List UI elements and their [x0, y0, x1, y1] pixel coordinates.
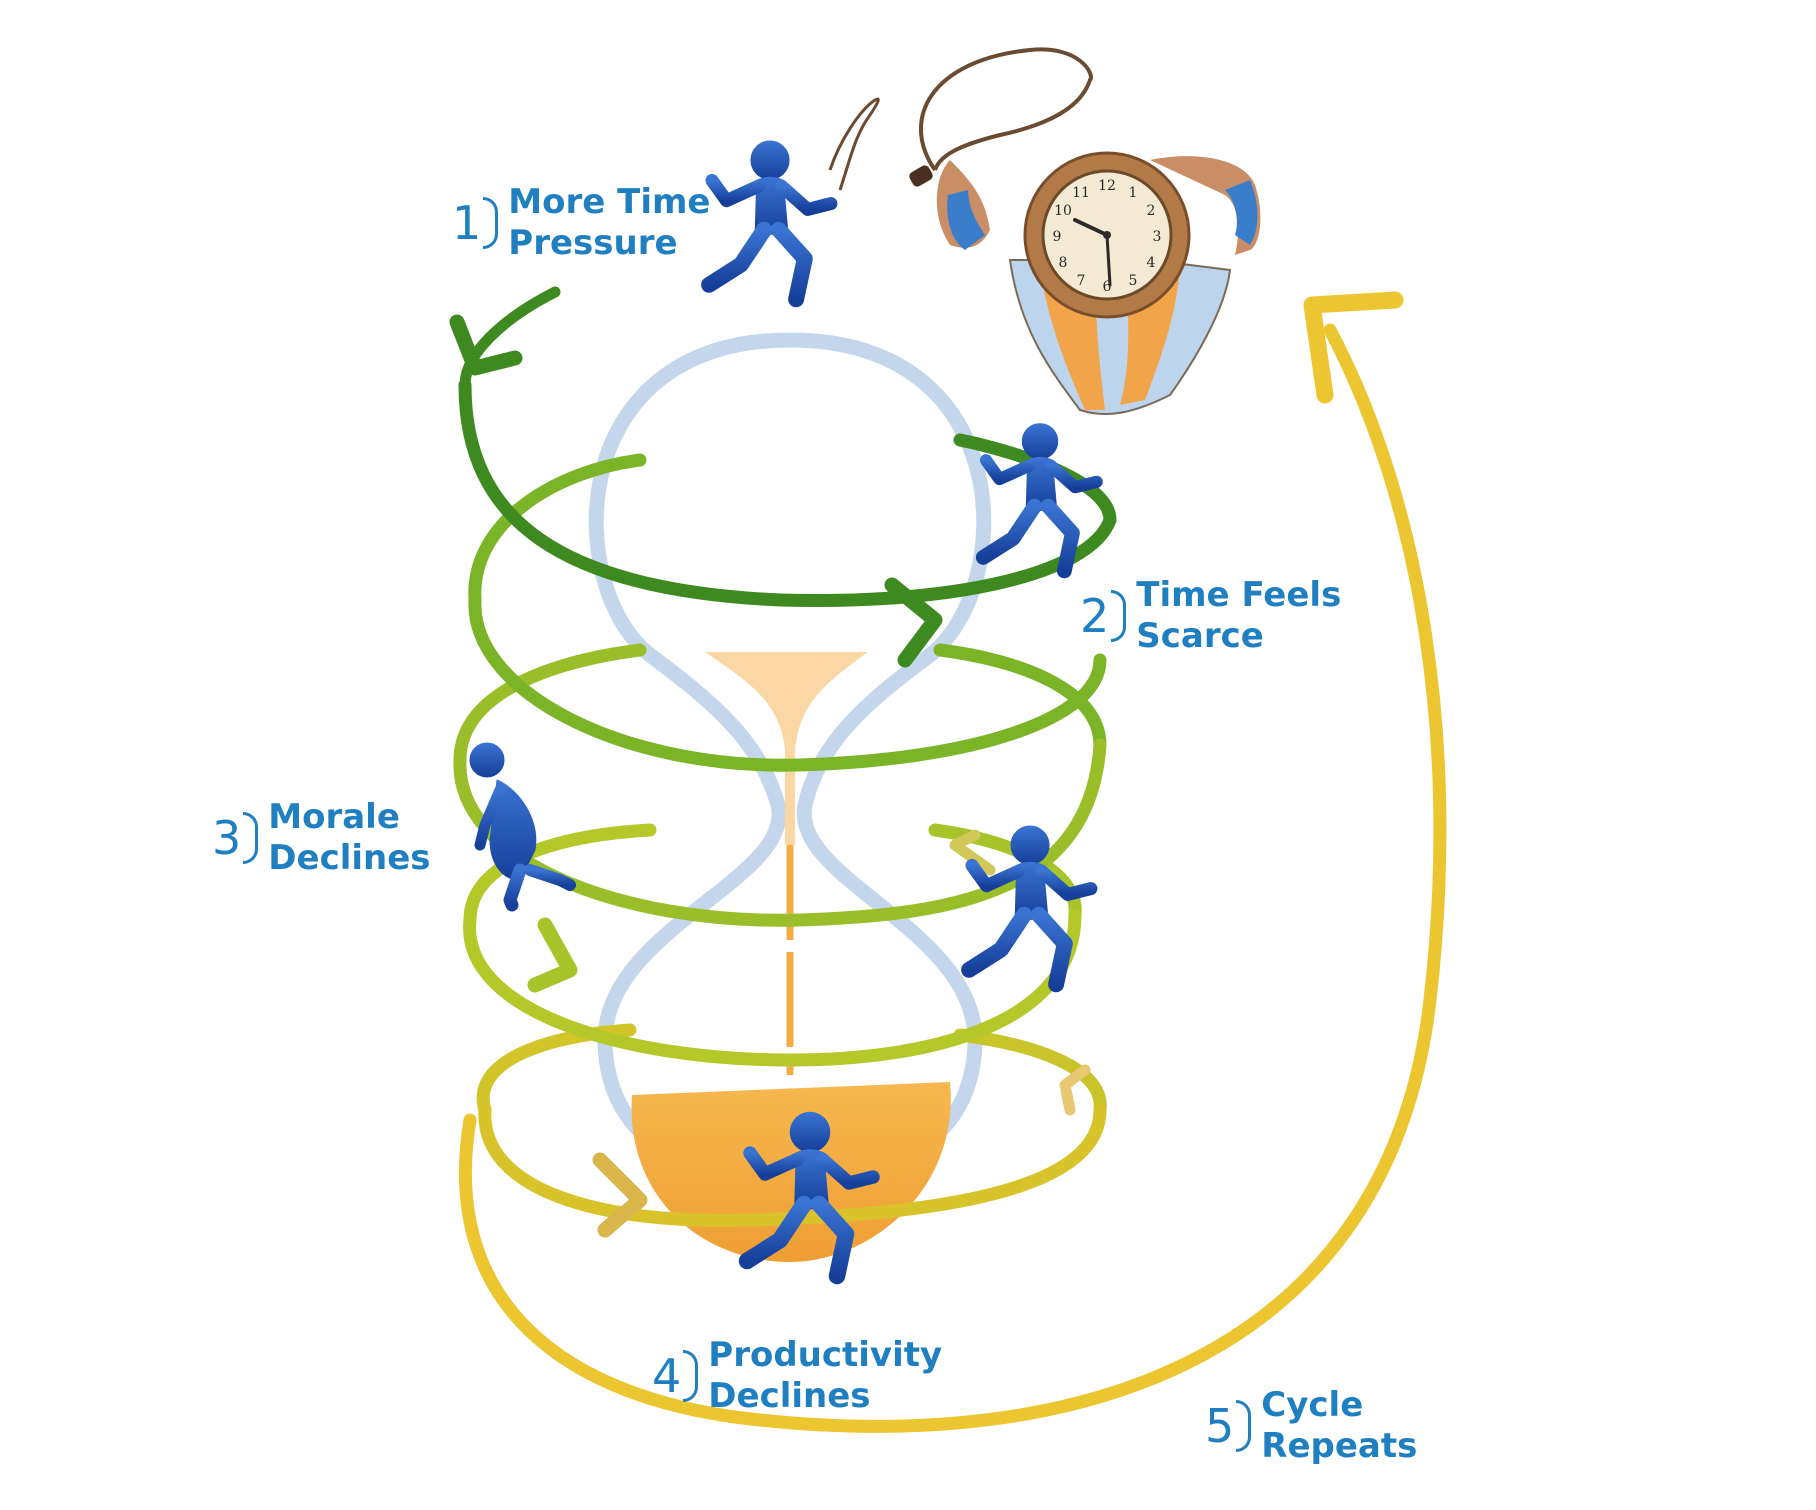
clock-numeral: 1	[1129, 185, 1138, 201]
slumped-person-icon	[469, 742, 576, 912]
step-label-line: Declines	[708, 1376, 871, 1416]
clock-numeral: 2	[1147, 203, 1156, 219]
step-label-line: Declines	[268, 838, 431, 878]
step-label-line: Scarce	[1136, 616, 1264, 656]
step-number-text: 3	[212, 811, 242, 865]
clock-numeral: 5	[1129, 273, 1138, 289]
step-label-line: Repeats	[1261, 1426, 1418, 1466]
step-number-text: 2	[1080, 589, 1110, 643]
bracket-icon	[483, 197, 499, 249]
clock-numeral: 9	[1053, 229, 1062, 245]
clock-numeral: 3	[1153, 229, 1162, 245]
step-label-line: Productivity	[708, 1335, 943, 1375]
step-label-line: Cycle	[1261, 1385, 1364, 1425]
step-number: 2	[1080, 590, 1136, 642]
running-person-icon	[709, 141, 831, 299]
bracket-icon	[243, 812, 259, 864]
clock-numeral: 10	[1054, 203, 1072, 219]
bracket-icon	[683, 1350, 699, 1402]
bracket-icon	[1236, 1400, 1252, 1452]
hourglass-icon	[588, 332, 992, 1262]
arrow-icon	[449, 291, 1404, 1238]
step-label-line: Time Feels	[1136, 575, 1342, 615]
clock-numeral: 12	[1098, 178, 1116, 194]
step-number-text: 4	[652, 1349, 682, 1403]
clock-numeral: 8	[1059, 255, 1068, 271]
step-number: 1	[452, 197, 508, 249]
clock-numeral: 7	[1077, 273, 1086, 289]
step-label-line: More Time	[508, 182, 711, 222]
clock-numeral: 4	[1147, 255, 1156, 271]
clock-numeral: 6	[1103, 279, 1112, 295]
step-number: 4	[652, 1350, 708, 1402]
step-number-text: 5	[1205, 1399, 1235, 1453]
step-number-text: 1	[452, 196, 482, 250]
bracket-icon	[1111, 590, 1127, 642]
step-label-line: Morale	[268, 797, 400, 837]
clock-numeral: 11	[1072, 185, 1090, 201]
step-number: 5	[1205, 1400, 1261, 1452]
step-number: 3	[212, 812, 268, 864]
clock-numerals: 12 1 2 3 4 5 6 7 8 9 10 11	[1053, 178, 1162, 295]
step-label-line: Pressure	[508, 223, 678, 263]
clock-whip-icon: 12 1 2 3 4 5 6 7 8 9 10 11	[828, 47, 1261, 416]
